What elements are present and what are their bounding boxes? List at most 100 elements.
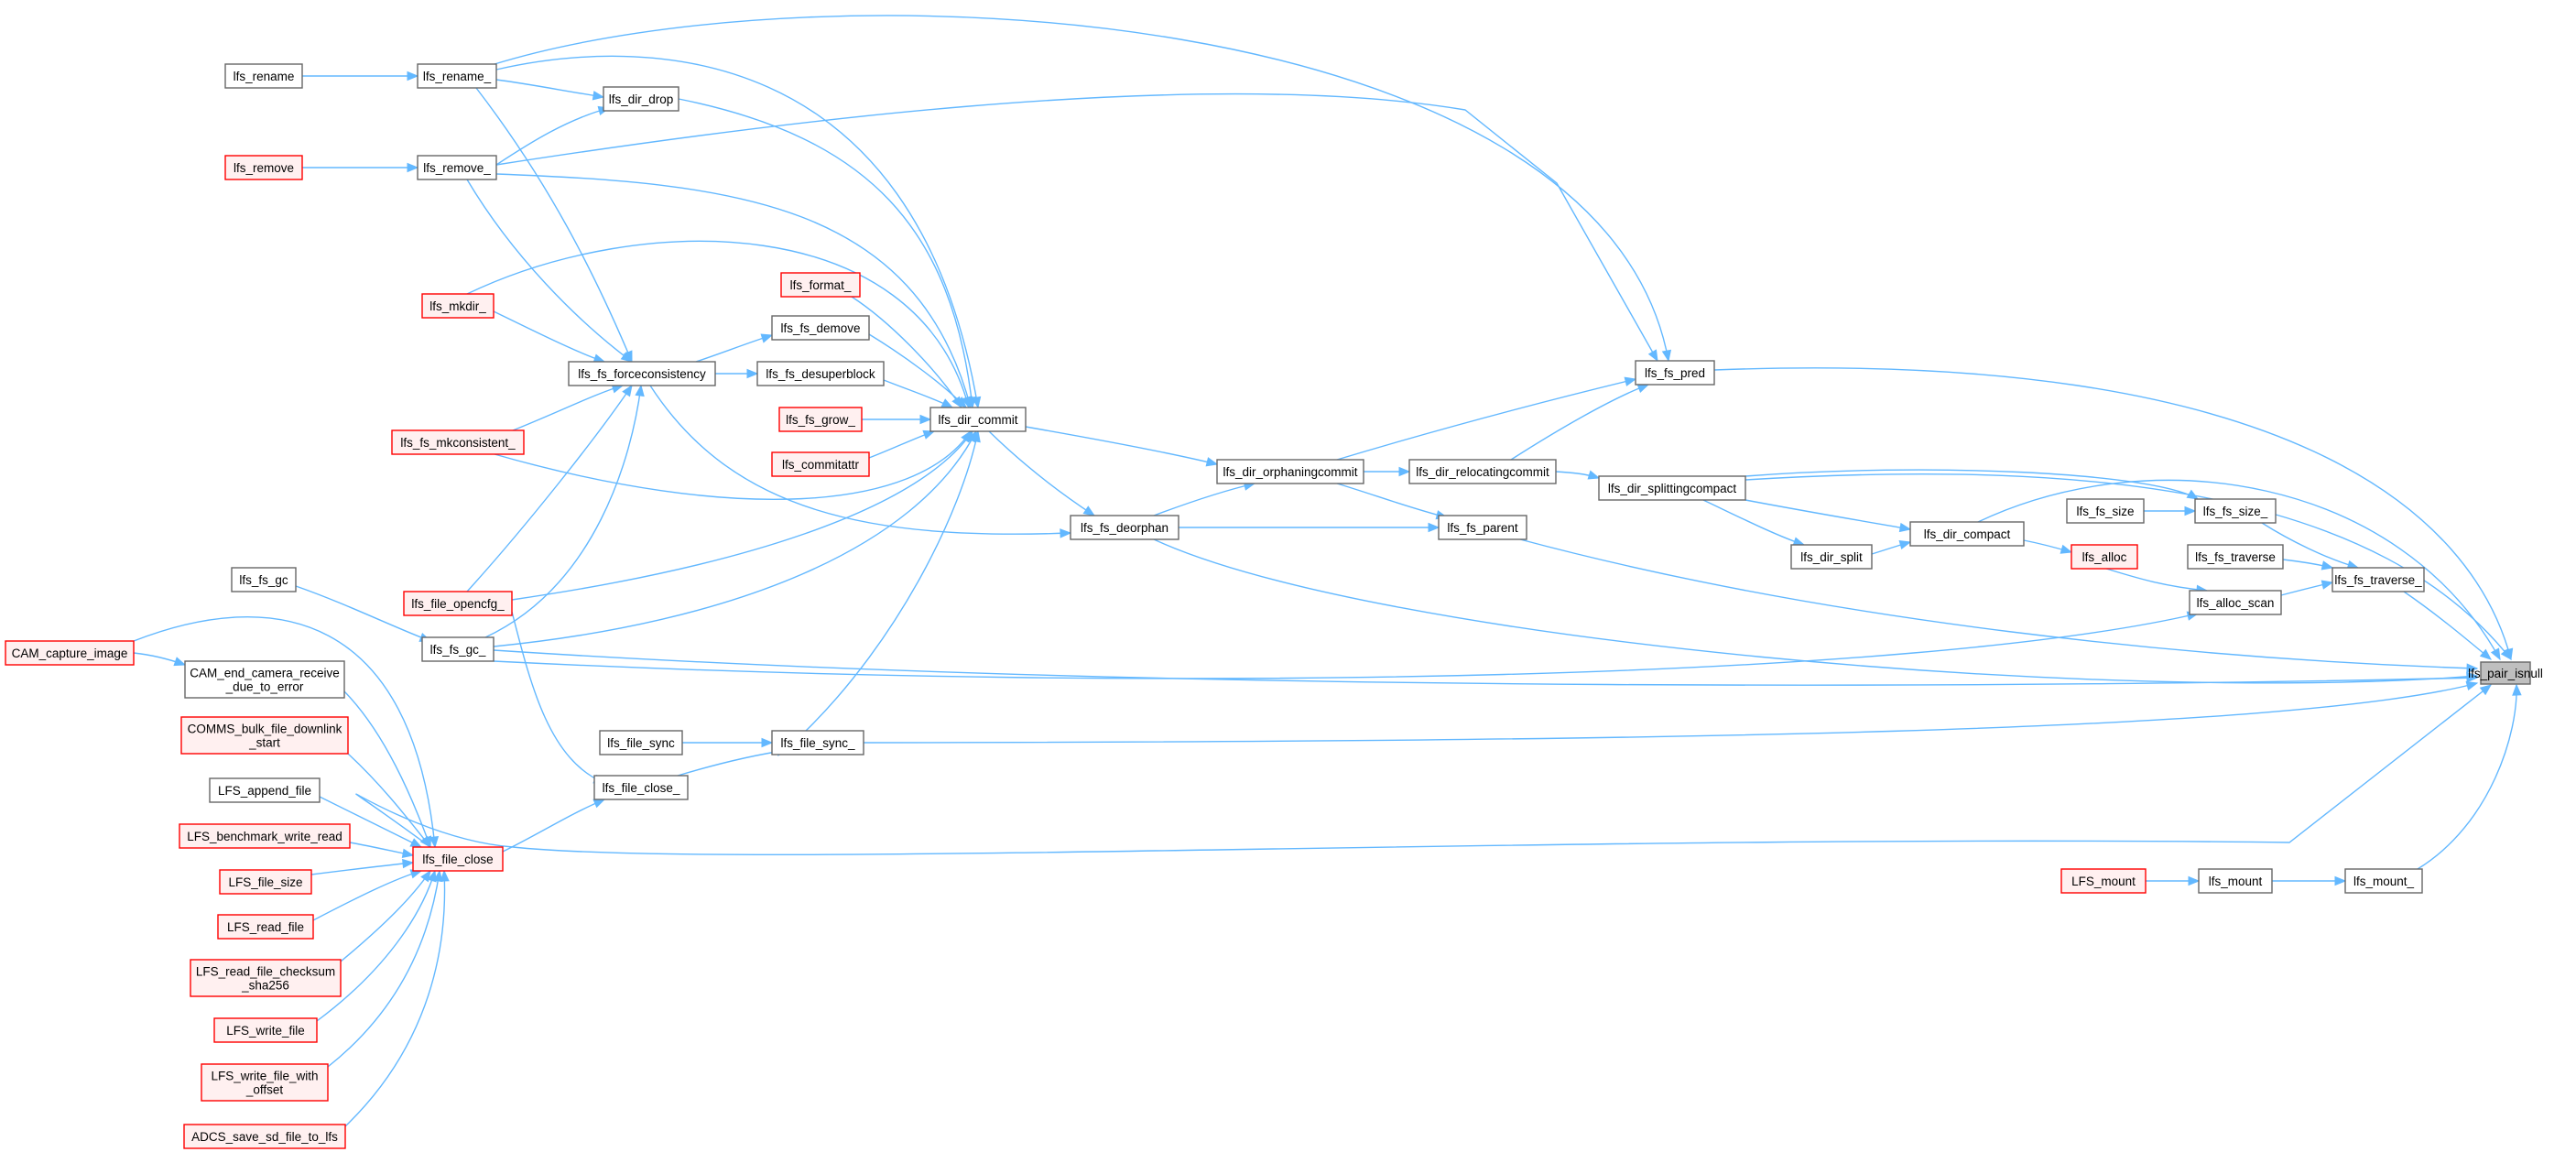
node-label: lfs_remove_ <box>423 161 491 175</box>
node-lfs-dir-drop[interactable]: lfs_dir_drop <box>603 86 679 112</box>
node-label: lfs_rename <box>234 70 295 83</box>
node-label: ADCS_save_sd_file_to_lfs <box>191 1130 338 1144</box>
node-label: lfs_file_close <box>422 853 493 866</box>
node-lfs-fs-gc[interactable]: lfs_fs_gc <box>231 567 297 592</box>
edge-lfs_dir_relocatingcommit-to-lfs_dir_splittingcompact <box>1555 470 1601 480</box>
node-lfs-mount-[interactable]: lfs_mount_ <box>2344 868 2423 894</box>
node-lfs-alloc[interactable]: lfs_alloc <box>2071 544 2138 570</box>
edge-lfs_dir_split-to-lfs_dir_compact <box>1871 540 1912 555</box>
node-lfs-write-file[interactable]: LFS_write_file <box>213 1017 318 1043</box>
node-lfs-dir-splittingcompact[interactable]: lfs_dir_splittingcompact <box>1598 475 1746 501</box>
node-lfs-read-file-checksum-sha256[interactable]: LFS_read_file_checksum_sha256 <box>190 959 342 997</box>
node-label: lfs_file_close_ <box>603 781 680 795</box>
node-lfs-file-sync[interactable]: lfs_file_sync <box>599 730 683 755</box>
node-label: LFS_read_file <box>227 920 304 934</box>
node-label: lfs_commitattr <box>782 458 860 472</box>
node-lfs-dir-relocatingcommit[interactable]: lfs_dir_relocatingcommit <box>1408 459 1557 484</box>
node-lfs-pair-isnull[interactable]: lfs_pair_isnull <box>2468 661 2543 685</box>
edge-lfs_mkdir_-to-lfs_dir_commit <box>466 240 972 409</box>
node-lfs-file-close-[interactable]: lfs_file_close_ <box>593 775 689 800</box>
node-lfs-dir-commit[interactable]: lfs_dir_commit <box>929 407 1027 432</box>
node-lfs-file-sync-[interactable]: lfs_file_sync_ <box>771 730 864 755</box>
node-lfs-format-[interactable]: lfs_format_ <box>780 272 861 298</box>
edge-lfs_mkdir_-to-lfs_fs_forceconsistency <box>493 310 606 364</box>
edge-lfs_fs_mkconsistent_-to-lfs_fs_forceconsistency <box>512 384 625 431</box>
node-label: lfs_fs_forceconsistency <box>578 367 706 381</box>
node-lfs-alloc-scan[interactable]: lfs_alloc_scan <box>2189 590 2282 615</box>
edge-LFS_write_file-to-lfs_file_close <box>316 869 437 1022</box>
node-label: LFS_file_size <box>228 875 302 889</box>
node-label: lfs_alloc_scan <box>2197 596 2275 610</box>
node-lfs-fs-desuperblock[interactable]: lfs_fs_desuperblock <box>756 361 885 386</box>
node-lfs-mount[interactable]: LFS_mount <box>2060 868 2147 894</box>
node-adcs-save-sd-file-to-lfs[interactable]: ADCS_save_sd_file_to_lfs <box>183 1124 346 1149</box>
node-lfs-fs-size[interactable]: lfs_fs_size <box>2066 498 2145 524</box>
node-lfs-fs-parent[interactable]: lfs_fs_parent <box>1438 515 1527 540</box>
node-comms-bulk-file-downlink-start[interactable]: COMMS_bulk_file_downlink_start <box>180 716 349 755</box>
edge-lfs_rename_-to-lfs_fs_pred <box>494 15 1672 363</box>
node-label: lfs_dir_orphaningcommit <box>1223 465 1357 479</box>
node-label: lfs_mount_ <box>2353 875 2415 888</box>
edge-lfs_fs_size-to-lfs_fs_size_ <box>2144 505 2197 516</box>
edge-lfs_fs_forceconsistency-to-lfs_fs_demove <box>695 333 774 363</box>
node-lfs-dir-compact[interactable]: lfs_dir_compact <box>1909 521 2025 547</box>
node-lfs-write-file-with-offset[interactable]: LFS_write_file_with_offset <box>201 1063 329 1102</box>
node-lfs-remove-[interactable]: lfs_remove_ <box>417 155 497 180</box>
edge-LFS_mount-to-lfs_mount <box>2146 875 2201 886</box>
edge-lfs_dir_orphaningcommit-to-lfs_fs_pred <box>1336 376 1637 461</box>
node-lfs-file-opencfg-[interactable]: lfs_file_opencfg_ <box>403 591 513 616</box>
node-lfs-read-file[interactable]: LFS_read_file <box>217 914 314 940</box>
node-label: lfs_file_sync_ <box>780 736 855 750</box>
node-lfs-benchmark-write-read[interactable]: LFS_benchmark_write_read <box>179 823 351 849</box>
node-lfs-commitattr[interactable]: lfs_commitattr <box>771 451 870 477</box>
node-lfs-fs-traverse-[interactable]: lfs_fs_traverse_ <box>2331 567 2425 592</box>
node-cam-end-camera-receive-due-to-error[interactable]: CAM_end_camera_receive_due_to_error <box>184 660 345 699</box>
node-cam-capture-image[interactable]: CAM_capture_image <box>5 640 135 666</box>
node-lfs-fs-traverse[interactable]: lfs_fs_traverse <box>2187 544 2284 570</box>
node-lfs-fs-gc-[interactable]: lfs_fs_gc_ <box>421 636 495 662</box>
edge-lfs_remove_-to-lfs_dir_commit <box>495 173 973 409</box>
node-lfs-fs-mkconsistent-[interactable]: lfs_fs_mkconsistent_ <box>391 429 525 455</box>
node-label: LFS_write_file_with <box>211 1070 318 1083</box>
edge-lfs_fs_mkconsistent_-to-lfs_dir_commit <box>494 429 972 501</box>
node-label: lfs_fs_mkconsistent_ <box>400 436 516 450</box>
node-lfs-file-size[interactable]: LFS_file_size <box>219 869 312 895</box>
node-label: lfs_rename_ <box>423 70 492 83</box>
node-label: LFS_mount <box>2071 875 2136 888</box>
edge-lfs_remove-to-lfs_remove_ <box>302 162 419 173</box>
node-lfs-fs-deorphan[interactable]: lfs_fs_deorphan <box>1070 515 1179 540</box>
edge-lfs_fs_gc_-to-lfs_pair_isnull <box>493 649 2479 686</box>
node-lfs-append-file[interactable]: LFS_append_file <box>209 777 321 803</box>
node-label: lfs_dir_splittingcompact <box>1608 482 1737 495</box>
node-lfs-file-close[interactable]: lfs_file_close <box>412 846 504 872</box>
node-lfs-fs-pred[interactable]: lfs_fs_pred <box>1635 360 1715 386</box>
node-label: lfs_mount <box>2209 875 2263 888</box>
node-label: lfs_format_ <box>790 278 852 292</box>
node-lfs-fs-grow-[interactable]: lfs_fs_grow_ <box>778 407 863 432</box>
node-label: CAM_end_camera_receive <box>190 667 340 680</box>
node-lfs-fs-size-[interactable]: lfs_fs_size_ <box>2194 498 2277 524</box>
node-lfs-rename[interactable]: lfs_rename <box>224 63 303 89</box>
edge-lfs_rename-to-lfs_rename_ <box>302 71 419 82</box>
edge-lfs_rename_-to-lfs_fs_forceconsistency <box>475 87 633 364</box>
node-lfs-mkdir-[interactable]: lfs_mkdir_ <box>421 293 495 319</box>
edge-lfs_fs_desuperblock-to-lfs_dir_commit <box>883 379 954 408</box>
node-lfs-dir-orphaningcommit[interactable]: lfs_dir_orphaningcommit <box>1216 459 1364 484</box>
node-lfs-dir-split[interactable]: lfs_dir_split <box>1790 544 1873 570</box>
edge-layer <box>133 15 2522 1127</box>
node-lfs-fs-demove[interactable]: lfs_fs_demove <box>771 315 870 341</box>
node-lfs-remove[interactable]: lfs_remove <box>224 155 303 180</box>
edge-lfs_fs_gc_-to-lfs_dir_commit <box>493 429 977 647</box>
node-lfs-mount[interactable]: lfs_mount <box>2198 868 2273 894</box>
edge-lfs_fs_gc_-to-lfs_alloc_scan <box>493 611 2200 679</box>
node-lfs-fs-forceconsistency[interactable]: lfs_fs_forceconsistency <box>568 361 716 386</box>
edge-lfs_dir_splittingcompact-to-lfs_dir_compact <box>1745 499 1912 533</box>
edge-lfs_alloc_scan-to-lfs_fs_traverse_ <box>2280 580 2334 596</box>
edge-lfs_remove_-to-lfs_fs_pred <box>495 92 1658 363</box>
node-lfs-rename-[interactable]: lfs_rename_ <box>417 63 497 89</box>
edge-lfs_dir_commit-to-lfs_dir_orphaningcommit <box>1025 426 1219 467</box>
node-label: lfs_fs_size_ <box>2203 505 2268 518</box>
node-label: lfs_fs_desuperblock <box>766 367 875 381</box>
edge-lfs_file_close-to-lfs_pair_isnull <box>355 684 2493 856</box>
node-label: LFS_append_file <box>218 784 311 798</box>
